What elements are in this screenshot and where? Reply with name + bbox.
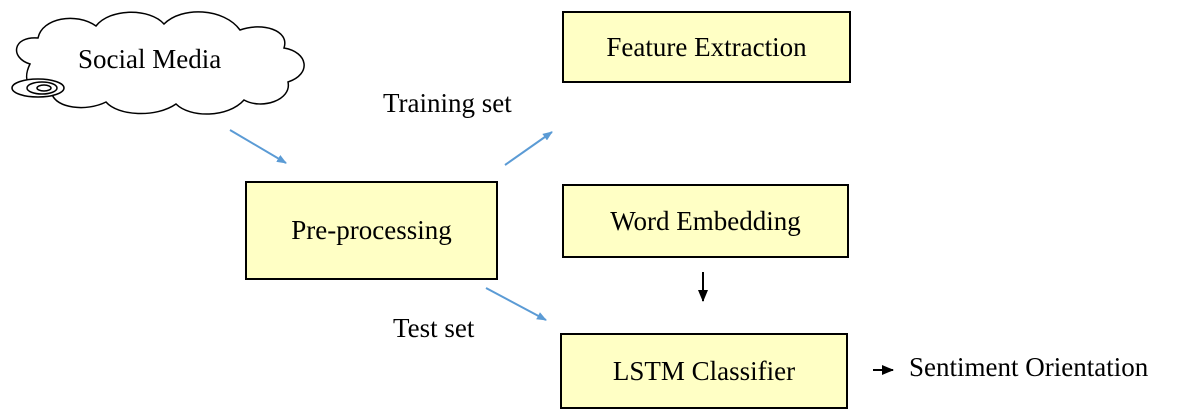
social-media-label: Social Media	[78, 44, 222, 74]
cloud-ellipse-inner	[36, 84, 52, 92]
feature-extraction-box: Feature Extraction	[562, 11, 851, 83]
arrow-social-to-preprocessing	[229, 129, 287, 164]
pre-processing-box: Pre-processing	[245, 181, 498, 280]
word-embedding-box: Word Embedding	[562, 184, 849, 258]
sentiment-orientation-label: Sentiment Orientation	[909, 352, 1149, 382]
training-set-label: Training set	[383, 88, 512, 118]
test-set-label: Test set	[393, 313, 475, 343]
cloud-icon	[15, 11, 305, 115]
lstm-classifier-box: LSTM Classifier	[560, 333, 848, 409]
arrow-training-set	[504, 131, 553, 166]
arrow-test-set	[485, 287, 547, 321]
